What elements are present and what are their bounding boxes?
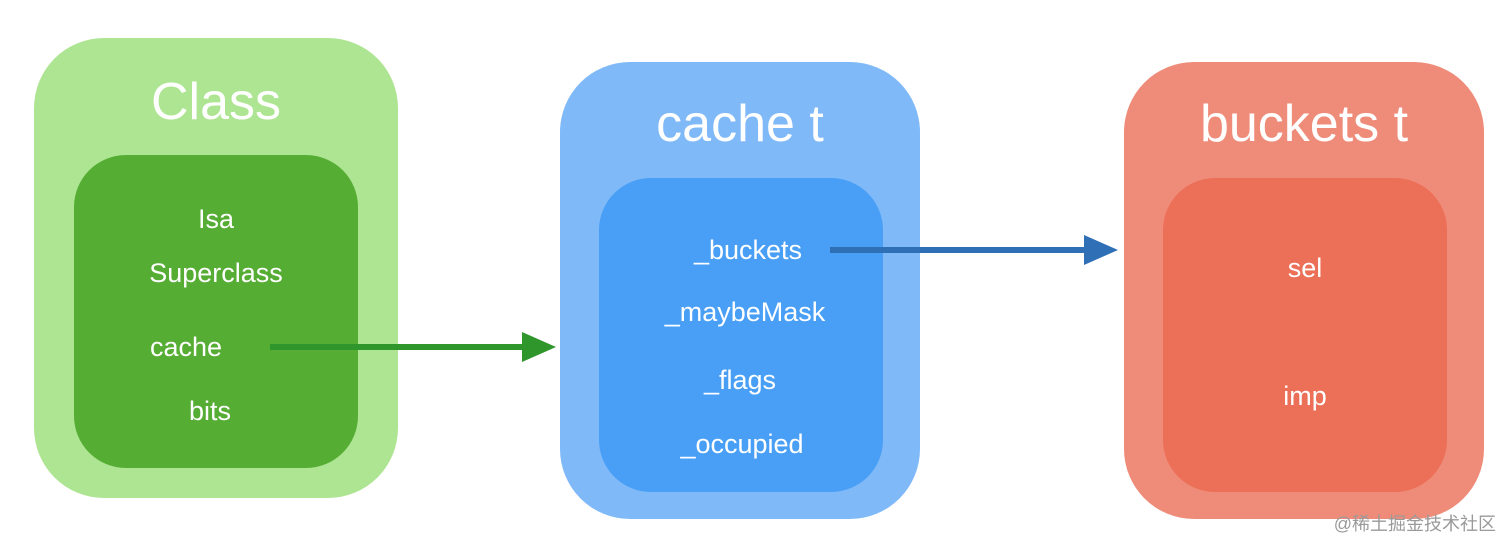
field-bits: bits <box>188 396 232 426</box>
field-maybemask: _maybeMask <box>664 297 826 327</box>
field-occupied: _occupied <box>680 429 804 459</box>
buckets-t-title: buckets t <box>1199 95 1409 153</box>
field-imp: imp <box>1283 381 1327 411</box>
class-title: Class <box>150 73 282 131</box>
field-superclass: Superclass <box>149 258 283 288</box>
cache-t-title: cache t <box>656 95 824 153</box>
field-flags: _flags <box>703 365 777 395</box>
field-sel: sel <box>1287 253 1323 283</box>
watermark: @稀土掘金技术社区 <box>1333 514 1496 534</box>
field-cache: cache <box>149 332 223 362</box>
buckets-t-fields-box: sel imp <box>1163 178 1447 492</box>
field-buckets: _buckets <box>693 235 803 265</box>
class-fields-box: Isa Superclass cache bits <box>74 155 358 468</box>
cache-t-fields-box: _buckets _maybeMask _flags _occupied <box>599 178 883 492</box>
field-isa: Isa <box>197 204 235 234</box>
